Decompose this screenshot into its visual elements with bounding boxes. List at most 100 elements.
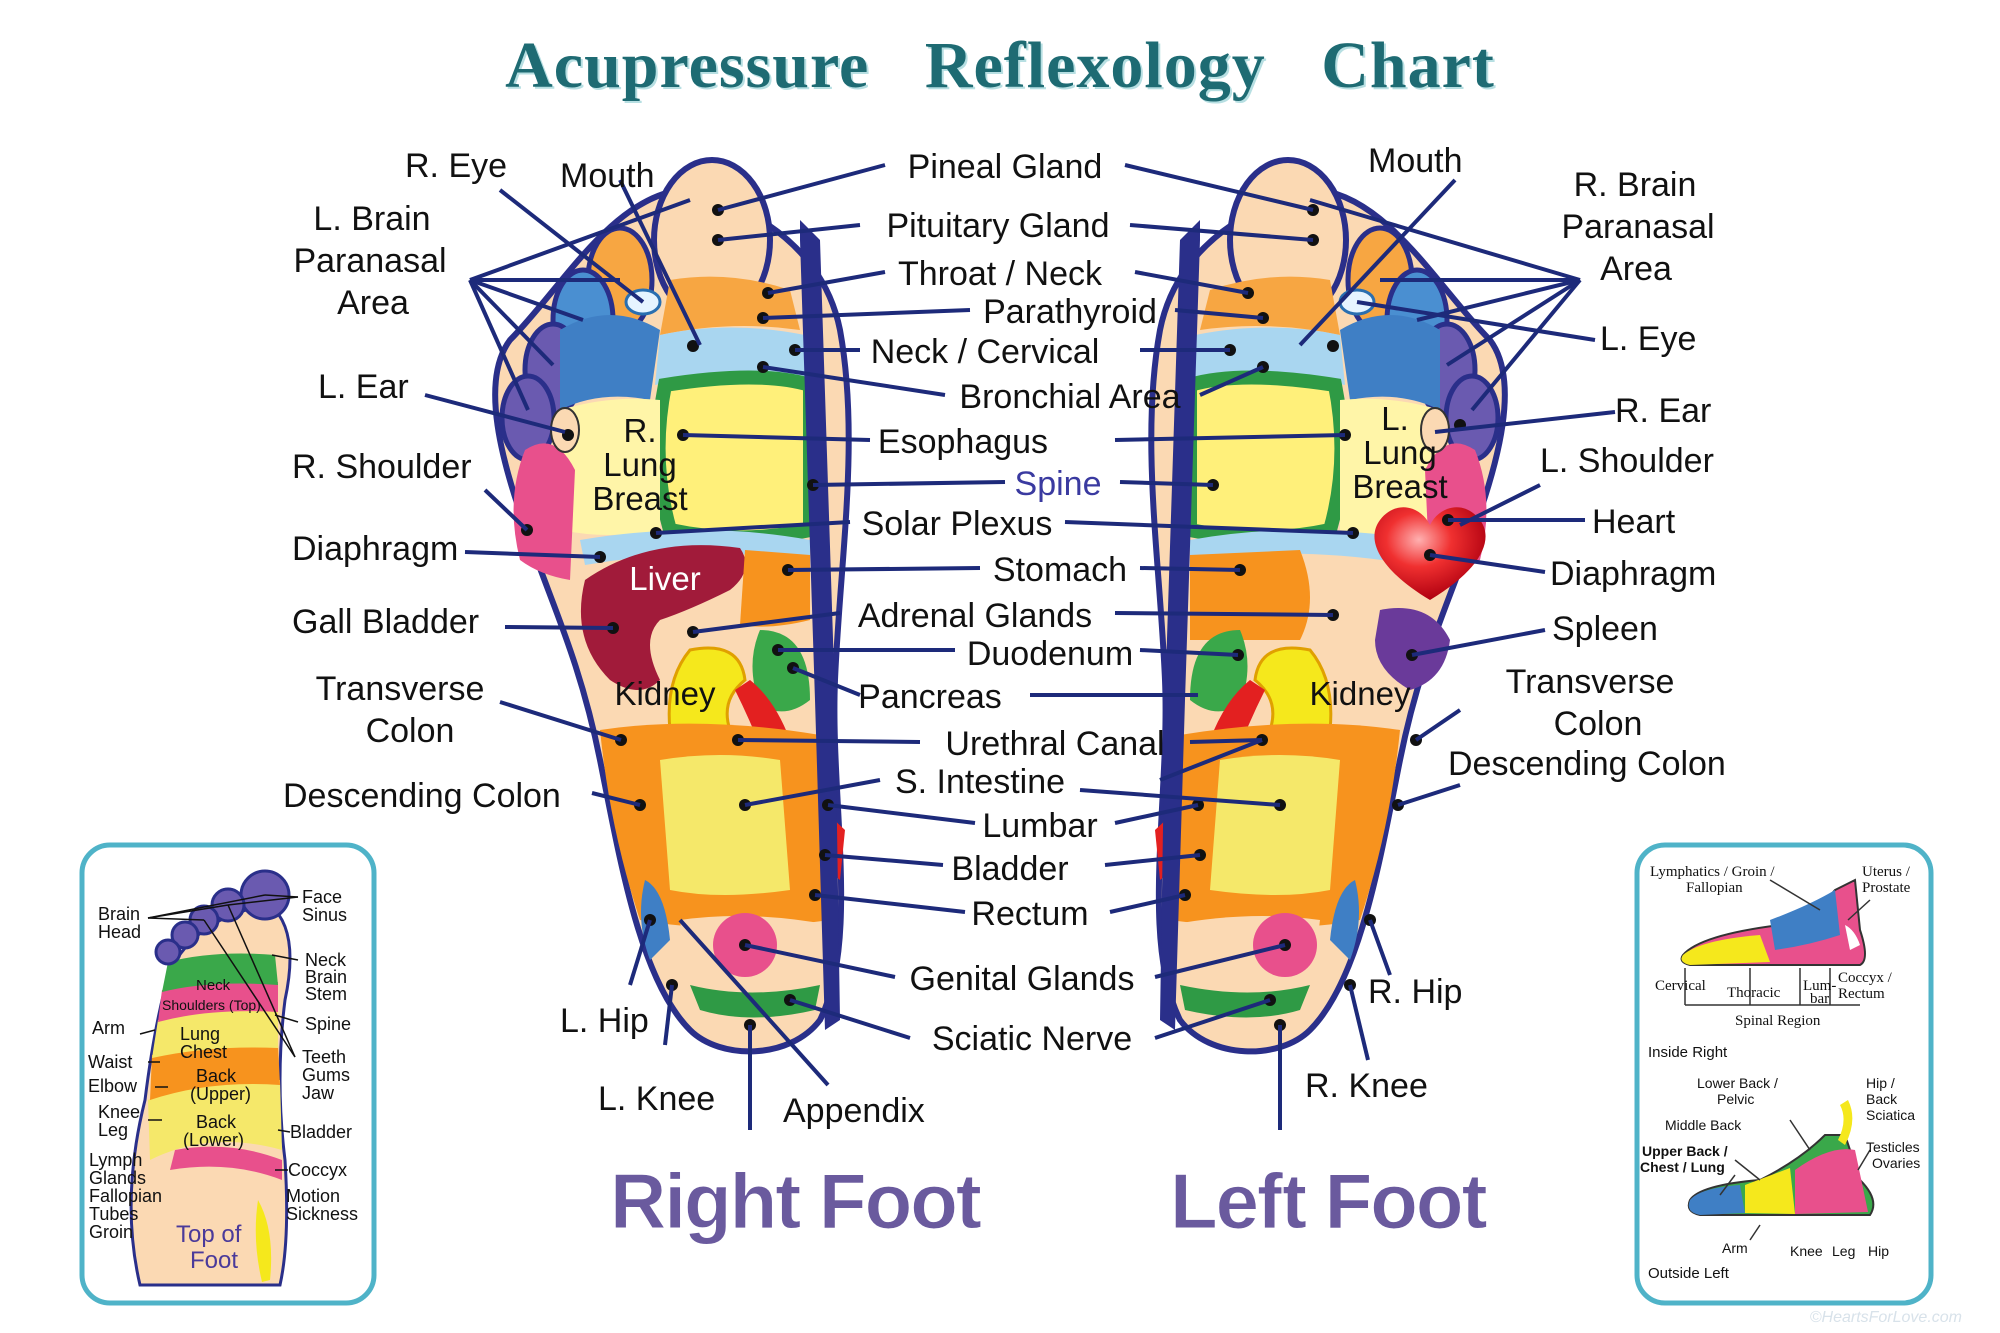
label-genital: Genital Glands (910, 960, 1135, 998)
sv-back: Back (1866, 1091, 1898, 1107)
label-pineal: Pineal Gland (908, 148, 1103, 186)
label-r-shoulder: R. Shoulder (292, 448, 472, 486)
right-stomach-zone (740, 550, 810, 627)
sv-outside-left: Outside Left (1648, 1265, 1730, 1282)
label-transverse-left-1: Transverse (1506, 663, 1675, 701)
tf-waist: Waist (88, 1052, 132, 1072)
label-l-shoulder: L. Shoulder (1540, 442, 1714, 480)
label-appendix: Appendix (783, 1092, 925, 1130)
label-bladder: Bladder (951, 850, 1068, 888)
tf-zone-top-1: Top of (176, 1221, 242, 1248)
leader-lines (424, 163, 1616, 1130)
label-l-ear: L. Ear (318, 368, 409, 406)
tf-zone-lung: Lung (180, 1024, 220, 1044)
left-diaphragm-zone (1190, 530, 1420, 565)
label-transverse-right-1: Transverse (316, 670, 485, 708)
l-kidney-label: Kidney (1310, 675, 1411, 712)
liver-label: Liver (629, 560, 701, 597)
label-gall-bladder: Gall Bladder (292, 603, 479, 641)
label-sciatic: Sciatic Nerve (932, 1020, 1132, 1058)
label-r-hip: R. Hip (1368, 973, 1462, 1011)
label-stomach: Stomach (993, 551, 1127, 589)
tf-tubes: Tubes (89, 1204, 138, 1224)
label-r-eye: R. Eye (405, 147, 507, 185)
tf-bladder: Bladder (290, 1122, 352, 1142)
tf-zone-top-2: Foot (190, 1247, 238, 1274)
tf-motion: Motion (286, 1186, 340, 1206)
label-r-brain-1: R. Brain (1574, 166, 1697, 204)
sv-fallopian: Fallopian (1686, 880, 1743, 896)
label-spine: Spine (1015, 465, 1102, 503)
label-diaphragm-left: Diaphragm (1550, 555, 1716, 593)
left-foot-title: Left Foot (1170, 1157, 1488, 1245)
r-lung-label-2: Lung (603, 446, 676, 483)
label-parathyroid: Parathyroid (983, 293, 1157, 331)
label-l-hip: L. Hip (560, 1002, 649, 1040)
tf-fallopian: Fallopian (89, 1186, 162, 1206)
sv-arm: Arm (1722, 1240, 1748, 1256)
right-intestine-zone (660, 755, 790, 895)
label-l-knee: L. Knee (598, 1080, 715, 1118)
tf-zone-chest: Chest (180, 1042, 227, 1062)
labels-right-side-of-right-foot: R. Eye Mouth L. Brain Paranasal Area L. … (283, 147, 925, 1130)
label-bronchial: Bronchial Area (959, 378, 1180, 416)
left-paranasal-zone (1340, 315, 1440, 410)
label-heart: Heart (1592, 503, 1676, 541)
labels-left-side-of-left-foot: Mouth R. Brain Paranasal Area L. Eye R. … (1305, 142, 1726, 1105)
label-descending-left: Descending Colon (1448, 745, 1726, 783)
left-spine-strip (1160, 220, 1200, 1030)
sv-coccyx: Coccyx / (1838, 970, 1893, 986)
tf-arm: Arm (92, 1018, 125, 1038)
sv-knee: Knee (1790, 1243, 1823, 1259)
label-urethral: Urethral Canal (945, 725, 1164, 763)
sv-middle-back: Middle Back (1665, 1117, 1742, 1133)
label-s-intestine: S. Intestine (895, 763, 1065, 801)
label-l-brain-3: Area (337, 284, 409, 322)
sv-inside-right: Inside Right (1648, 1044, 1728, 1061)
tf-zone-back-upper-1: Back (196, 1066, 237, 1086)
sv-thoracic: Thoracic (1727, 985, 1781, 1001)
label-solar-plexus: Solar Plexus (862, 505, 1053, 543)
sv-lymph: Lymphatics / Groin / (1650, 864, 1775, 880)
label-r-ear: R. Ear (1615, 392, 1711, 430)
tf-brain: Brain (98, 904, 140, 924)
label-pituitary: Pituitary Gland (887, 207, 1110, 245)
tf-face: Face (302, 887, 342, 907)
tf-coccyx: Coccyx (288, 1160, 347, 1180)
sv-rectum: Rectum (1838, 986, 1885, 1002)
left-intestine-zone (1210, 755, 1340, 895)
label-l-eye: L. Eye (1600, 320, 1696, 358)
tf-spine: Spine (305, 1014, 351, 1034)
r-lung-label-3: Breast (592, 480, 687, 517)
sv-lum: Lum- (1803, 978, 1836, 994)
tf-brain2: Brain (305, 967, 347, 987)
left-sciatic-zone (1180, 985, 1310, 1018)
r-lung-label-1: R. (624, 412, 657, 449)
sv-prostate: Prostate (1862, 880, 1911, 896)
label-duodenum: Duodenum (967, 635, 1133, 673)
l-lung-label-2: Lung (1363, 434, 1436, 471)
right-lung-outer (560, 398, 660, 535)
tf-gums: Gums (302, 1065, 350, 1085)
side-views-box: Lymphatics / Groin / Fallopian Uterus / … (1634, 842, 1934, 1306)
label-transverse-left-2: Colon (1554, 705, 1643, 743)
right-paranasal-zone (560, 315, 660, 410)
sv-sciatica: Sciatica (1866, 1107, 1915, 1123)
tf-zone-back-upper-2: (Upper) (190, 1084, 251, 1104)
label-r-brain-2: Paranasal (1561, 208, 1714, 246)
left-spleen (1375, 608, 1450, 690)
chart-title: Acupressure Reflexology Chart (505, 29, 1495, 102)
label-l-brain-1: L. Brain (313, 200, 430, 238)
left-hip-zone (1330, 880, 1359, 960)
right-foot-title: Right Foot (610, 1157, 982, 1245)
tf-sinus: Sinus (302, 905, 347, 925)
sv-hip: Hip / (1866, 1075, 1895, 1091)
right-liver (580, 545, 746, 690)
tf-stem: Stem (305, 984, 347, 1004)
r-kidney-label: Kidney (615, 675, 716, 712)
tf-head: Head (98, 922, 141, 942)
tf-lymph: Lymph (89, 1150, 142, 1170)
label-pancreas: Pancreas (858, 678, 1002, 716)
label-lumbar: Lumbar (982, 807, 1097, 845)
right-spine-strip (800, 220, 840, 1030)
